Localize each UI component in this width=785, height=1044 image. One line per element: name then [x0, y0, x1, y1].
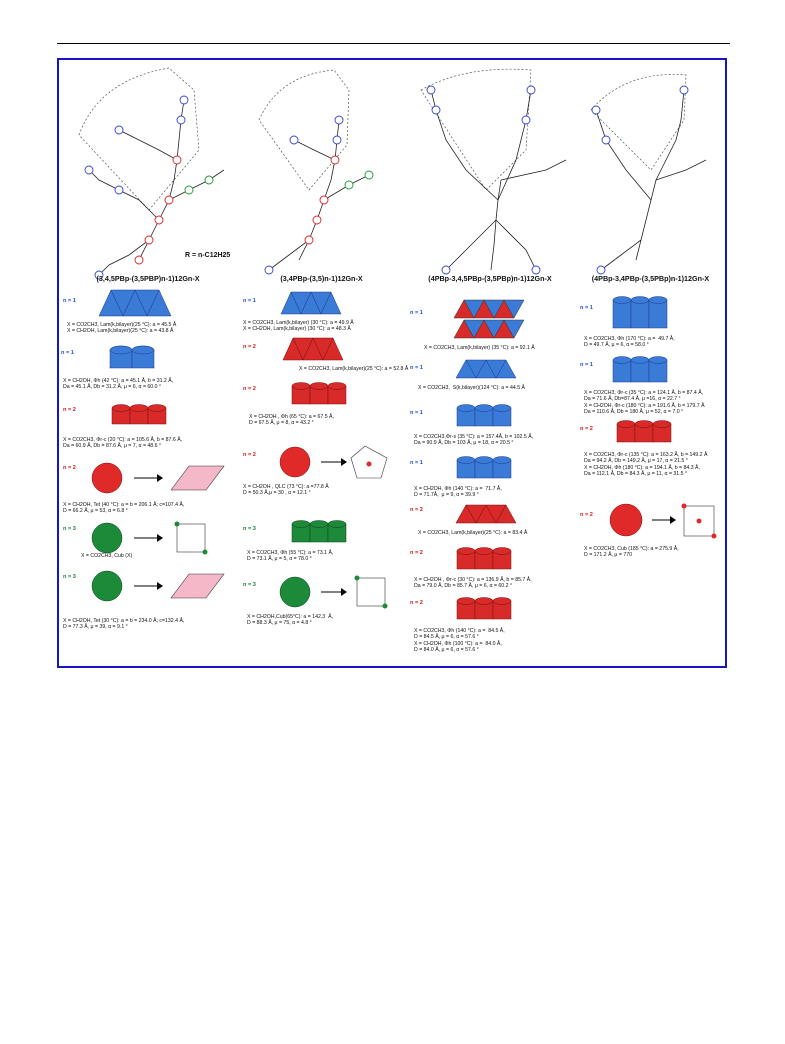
spherical-green-tetragonal-icon [91, 570, 225, 602]
dendron-structure-4 [590, 74, 707, 275]
entry-caption: X = CO2CH3, Φh (140 °C): a = 84.5 Å, D =… [414, 628, 505, 654]
columnar-blue-icon [456, 456, 512, 479]
columnar-red-icon [291, 382, 347, 405]
entry-caption: X = CO2CH3, Lam(k,bilayer)(25 °C): a = 5… [299, 366, 409, 372]
r-group-label: R = n-C12H25 [185, 252, 231, 259]
entry-caption: X = CH2OH, Tet (40 °C): a = b = 206.1 Å;… [63, 502, 185, 515]
lamellar-blue-icon [98, 289, 172, 317]
column-title: (3,4PBp-(3,5)n-1)12Gn-X [280, 274, 363, 283]
entry-caption: X = CO2CH3,Φr-s (35 °C): a = 157.4Å, b =… [414, 434, 534, 447]
figure-frame: R = n-C12H25 (3,4,5PBp-(3,5PBP)n-1)12Gn-… [57, 58, 727, 668]
columnar-blue-icon [456, 404, 512, 427]
lamellar-red-icon [282, 337, 344, 361]
entry-caption: X = CO2CH3, Φh (55 °C): a = 73.1 Å, D = … [247, 550, 334, 563]
lamellar-mixed-icon [453, 299, 525, 339]
entry-caption: X = CO2CH3, Cub (185 °C): a = 275.9 Å, D… [584, 546, 679, 559]
entry-caption: X = CO2CH3, Lam(k,bilayer)(25 °C): a = 8… [418, 530, 528, 536]
lamellar-red-icon [455, 504, 517, 524]
lamellar-blue-small-icon [455, 359, 517, 379]
column-1: R = n-C12H25 (3,4,5PBp-(3,5PBP)n-1)12Gn-… [59, 60, 237, 666]
spherical-red-tetragonal-icon [91, 462, 225, 494]
spherical-red-cubic-icon [609, 503, 717, 539]
entry-caption: X = CO2CH3, Φr-c (35 °C): a = 124.1 Å, b… [584, 390, 705, 416]
n-label: n = 2 [410, 550, 423, 556]
entry-caption: X = CO2CH3, Φr-c (20 °C): a = 105.6 Å, b… [63, 437, 183, 450]
n-label: n = 2 [243, 344, 256, 350]
n-label: n = 2 [580, 426, 593, 432]
columnar-blue-icon [612, 296, 668, 329]
n-label: n = 2 [410, 507, 423, 513]
n-label: n = 1 [243, 298, 256, 304]
n-label: n = 3 [63, 574, 76, 580]
n-label: n = 1 [410, 365, 423, 371]
n-label: n = 1 [410, 460, 423, 466]
n-label: n = 2 [243, 386, 256, 392]
entry-caption: X = CO2CH3, Lam(k,bilayer)(25 °C): a = 4… [67, 322, 177, 335]
entry-caption: X = CO2CH3, Φh (170 °C): a = 49.7 Å, D =… [584, 336, 675, 349]
entry-caption: X = CH2OH , QLC (73 °C): a =77.8 Å D = 5… [243, 484, 329, 497]
n-label: n = 2 [580, 512, 593, 518]
column-2: (3,4PBp-(3,5)n-1)12Gn-X n = 1 X = CO2CH3… [239, 60, 408, 666]
entry-caption: X = CO2CH3, S(k,bilayer)(124 °C): a = 44… [418, 385, 526, 391]
column-4: (4PBp-3,4PBp-(3,5PBp)n-1)12Gn-X n = 1 X … [576, 60, 725, 666]
n-label: n = 1 [580, 362, 593, 368]
n-label: n = 2 [63, 465, 76, 471]
n-label: n = 1 [580, 305, 593, 311]
entry-caption: X = CH2OH,Cub(65°C): a = 142.3 Å, D = 88… [247, 614, 333, 627]
n-label: n = 3 [243, 526, 256, 532]
n-label: n = 3 [63, 526, 76, 532]
column-3: (4PBp-3,4,5PBp-(3,5PBp)n-1)12Gn-X n = 1 … [406, 60, 574, 666]
dendron-structure-2 [258, 69, 374, 275]
entry-caption: X = CO2CH3, Cub (X) [81, 553, 133, 559]
columnar-blue-icon [612, 356, 668, 383]
entry-caption: X = CH2OH , Φr-c (30 °C): a = 136.9 Å, b… [414, 577, 532, 590]
dendron-structure-3 [420, 68, 567, 275]
columnar-red-icon [111, 404, 167, 425]
column-title: (4PBp-3,4PBp-(3,5PBp)n-1)12Gn-X [591, 274, 710, 283]
columnar-red-icon [616, 420, 672, 443]
spherical-red-qlc-icon [279, 445, 388, 479]
columnar-red-icon [456, 597, 512, 620]
entry-caption: X = CH2OH, Φh (140 °C): a = 71.7 Å, D = … [414, 486, 502, 499]
n-label: n = 1 [410, 310, 423, 316]
n-label: n = 1 [63, 298, 76, 304]
entry-caption: X = CH2OH, Φh (42 °C): a = 45.1 Å, b = 3… [63, 378, 174, 391]
entry-caption: X = CH2OH, Tet (30 °C): a = b = 234.0 Å;… [63, 618, 185, 631]
entry-caption: X = CO2CH3, Lam(k,bilayer) (30 °C): a = … [243, 320, 354, 333]
column-title: (3,4,5PBp-(3,5PBP)n-1)12Gn-X [96, 274, 200, 283]
columnar-green-icon [291, 520, 347, 543]
entry-caption: X = CO2CH3, Lam(k,bilayer) (35 °C): a = … [424, 345, 535, 351]
entry-caption: X = CH2OH , Φh (65 °C): a = 67.5 Å, D = … [249, 414, 334, 427]
spherical-green-cubic-icon [91, 521, 208, 555]
n-label: n = 2 [243, 452, 256, 458]
lamellar-blue-icon [280, 291, 342, 315]
n-label: n = 3 [243, 582, 256, 588]
spherical-green-cubic-icon [279, 575, 388, 609]
columnar-blue-icon [109, 345, 155, 369]
dendron-structure-1 [78, 67, 225, 280]
page-header-rule [57, 43, 730, 44]
n-label: n = 1 [410, 410, 423, 416]
column-title: (4PBp-3,4,5PBp-(3,5PBp)n-1)12Gn-X [428, 274, 552, 283]
n-label: n = 2 [63, 407, 76, 413]
entry-caption: X = CO2CH3, Φr-c (135 °C): a = 163.2 Å, … [584, 452, 708, 478]
n-label: n = 2 [410, 600, 423, 606]
columnar-red-icon [456, 547, 512, 570]
n-label: n = 1 [61, 350, 74, 356]
